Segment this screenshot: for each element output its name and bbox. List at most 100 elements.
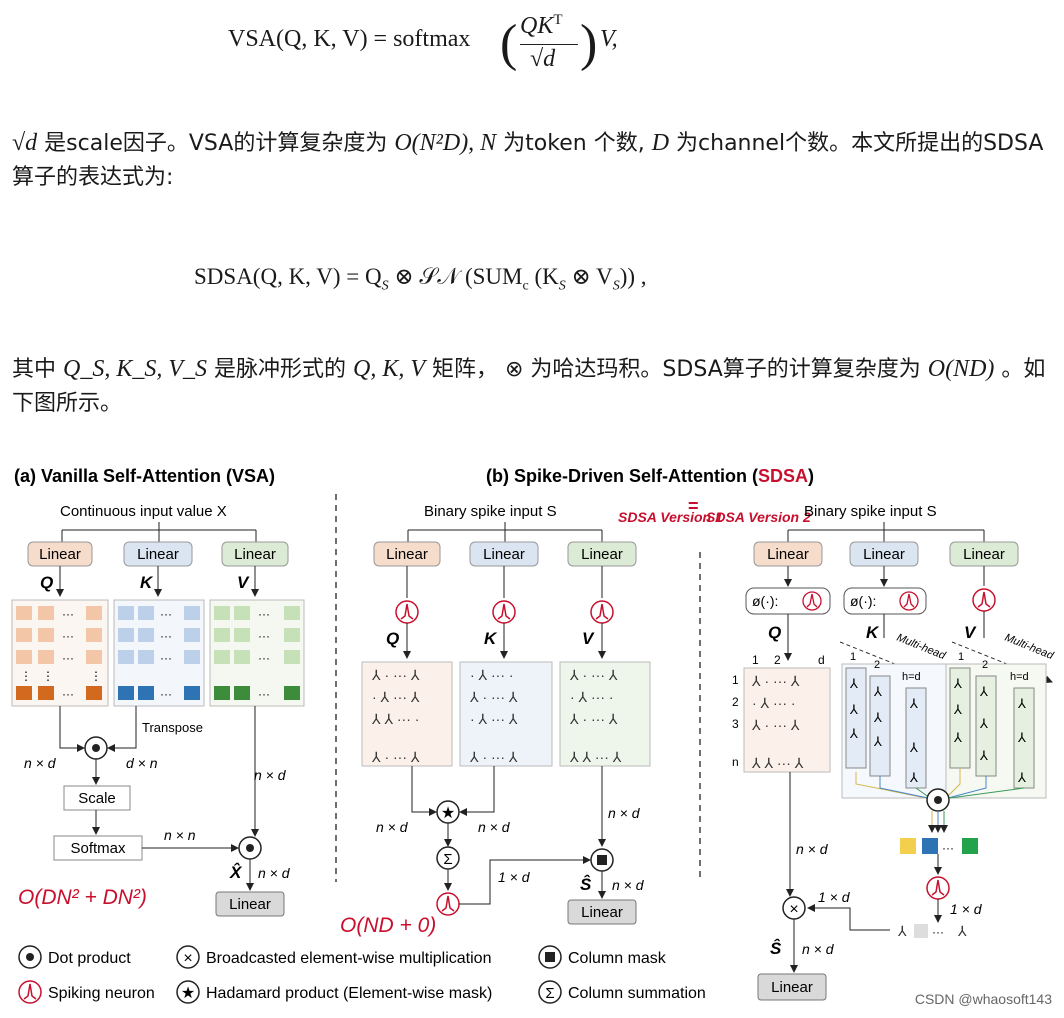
svg-text:K: K [866,623,880,642]
svg-text:⅄: ⅄ [953,730,962,745]
scale-box: Scale [63,785,131,811]
svg-text:Linear: Linear [137,546,179,563]
title-vsa: (a) Vanilla Self-Attention (VSA) [14,466,275,486]
svg-text:⅄: ⅄ [979,748,988,763]
svg-text:⅄: ⅄ [897,923,907,939]
svg-text:Q: Q [386,629,399,648]
svg-text:ø(·):: ø(·): [752,593,778,609]
svg-text:· ⅄ ··· ·: · ⅄ ··· · [752,695,796,711]
svg-text:⅄ · ··· ⅄: ⅄ · ··· ⅄ [751,717,800,733]
vsa-complexity: O(DN² + DN²) [18,886,147,909]
sdsa2-dot-product-icon [926,788,950,812]
svg-text:Transpose: Transpose [142,720,203,735]
svg-text:n × d: n × d [254,767,287,783]
sdsa1-linear-v: Linear [567,541,637,567]
svg-text:· ⅄ ··· ⅄: · ⅄ ··· ⅄ [470,711,518,727]
column-summation-icon: Σ [436,846,460,870]
svg-text:⅄: ⅄ [849,676,858,691]
svg-text:···: ··· [160,651,172,665]
svg-text:Hadamard product (Element-wise: Hadamard product (Element-wise mask) [206,985,492,1002]
svg-text:d: d [818,653,825,667]
sdsa-complexity: O(ND + 0) [340,914,436,937]
paragraph-2: 其中 Q_S, K_S, V_S 是脉冲形式的 Q, K, V 矩阵， ⊗ 为哈… [12,356,1046,416]
svg-text:Linear: Linear [581,546,623,563]
spike-neuron-icon [436,892,460,916]
svg-text:Linear: Linear [483,546,525,563]
svg-text:Broadcasted element-wise multi: Broadcasted element-wise multiplication [206,950,491,967]
svg-text:⋮: ⋮ [90,669,102,683]
svg-text:ø(·):: ø(·): [850,593,876,609]
attention-figure: (a) Vanilla Self-Attention (VSA) (b) Spi… [0,442,1064,1014]
svg-text:2: 2 [732,695,739,709]
svg-text:2: 2 [774,653,781,667]
svg-text:Scale: Scale [78,790,116,807]
svg-text:⅄: ⅄ [979,716,988,731]
sdsa1-output-linear: Linear [567,899,637,925]
vsa-matrix-q: ············ ⋮⋮⋮ [11,599,109,707]
sdsa-version-2: SDSA Version 2 [706,509,811,525]
svg-text:1 × d: 1 × d [950,901,983,917]
svg-text:⅄: ⅄ [873,734,882,749]
svg-text:···: ··· [62,607,74,621]
svg-text:⅄ · ··· ⅄: ⅄ · ··· ⅄ [751,673,800,689]
vsa-dot-product-icon [84,736,108,760]
sdsa1-linear-k: Linear [469,541,539,567]
phi-box-q: ø(·): [745,587,831,615]
svg-text:Linear: Linear [581,904,623,921]
svg-text:⅄: ⅄ [909,770,918,785]
svg-text:n × d: n × d [608,805,641,821]
svg-text:d × n: d × n [126,755,158,771]
vsa-output-linear: Linear [215,891,285,917]
svg-text:Column summation: Column summation [568,985,706,1002]
vsa-linear-q: Linear [27,541,93,567]
svg-text:n × d: n × d [478,819,511,835]
svg-text:2: 2 [874,659,880,671]
svg-text:···: ··· [258,651,270,665]
svg-text:h=d: h=d [1010,671,1029,683]
svg-text:2: 2 [982,659,988,671]
svg-text:· ⅄ ··· ·: · ⅄ ··· · [570,689,614,705]
spike-row-output: ⅄ ··· ⅄ [897,923,967,939]
svg-text:n × d: n × d [796,841,829,857]
svg-text:★: ★ [181,985,195,1002]
svg-text:⅄ ⅄ ··· ⅄: ⅄ ⅄ ··· ⅄ [569,749,622,765]
spike-neuron-icon [395,600,419,624]
legend-broadcast: × Broadcasted element-wise multiplicatio… [176,945,491,969]
svg-text:Linear: Linear [386,546,428,563]
svg-text:×: × [183,950,192,967]
phi-box-k: ø(·): [843,587,927,615]
svg-text:Σ: Σ [545,985,554,1002]
binary-input-label-2: Binary spike input S [804,503,937,520]
svg-text:···: ··· [258,629,270,643]
svg-text:· ⅄ ··· ⅄: · ⅄ ··· ⅄ [372,689,420,705]
vsa-matrix-k: ············ [113,599,205,707]
svg-text:Column mask: Column mask [568,950,667,967]
svg-text:1: 1 [732,673,739,687]
sdsa2-linear-q: Linear [753,541,823,567]
svg-text:X̂: X̂ [229,862,243,882]
svg-text:1: 1 [850,651,856,663]
svg-text:n: n [732,755,739,769]
svg-text:n × d: n × d [258,865,291,881]
svg-text:···: ··· [62,629,74,643]
svg-text:⅄: ⅄ [1017,730,1026,745]
svg-text:···: ··· [62,687,74,701]
vsa-matrix-v: ············ [209,599,305,707]
svg-text:1: 1 [752,653,759,667]
svg-text:⅄: ⅄ [849,726,858,741]
svg-text:Softmax: Softmax [70,840,126,857]
svg-text:Q: Q [768,623,781,642]
svg-text:⅄ · ··· ⅄: ⅄ · ··· ⅄ [371,667,420,683]
hadamard-icon: ★ [436,800,460,824]
svg-text:n × n: n × n [164,827,196,843]
title-sdsa: (b) Spike-Driven Self-Attention (SDSA) [486,466,814,486]
sdsa1-matrix-q: ⅄ · ··· ⅄ · ⅄ ··· ⅄ ⅄ ⅄ ··· · ⅄ · ··· ⅄ [361,661,453,767]
svg-text:n × d: n × d [24,755,57,771]
sdsa2-v-heads: 1 2 h=d ⅄⅄⅄ ⅄⅄⅄ ⅄⅄⅄ [945,651,1047,799]
svg-text:n × d: n × d [802,941,835,957]
svg-text:K: K [140,573,154,592]
continuous-input-label: Continuous input value X [60,503,227,520]
legend-hadamard: ★ Hadamard product (Element-wise mask) [176,980,492,1004]
svg-text:⅄: ⅄ [957,923,967,939]
svg-text:···: ··· [932,925,944,939]
